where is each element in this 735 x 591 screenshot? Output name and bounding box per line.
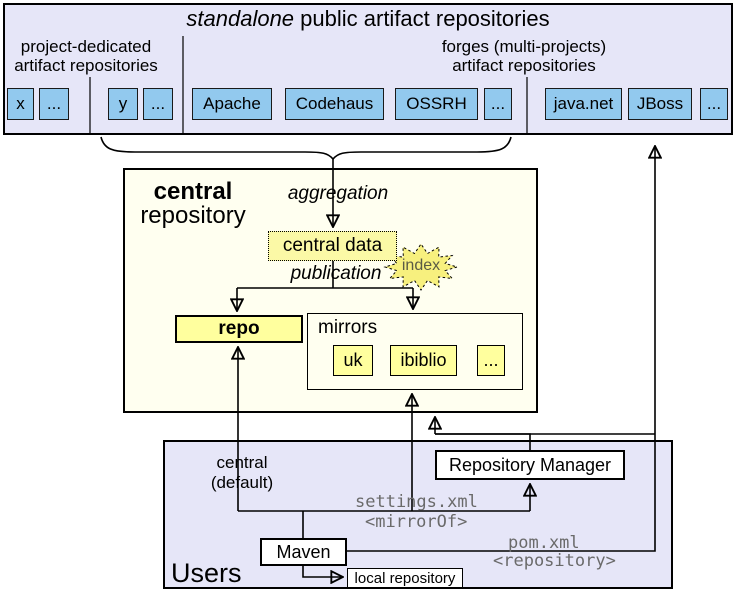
central-default-label: central (default) bbox=[210, 453, 274, 493]
publication-label: publication bbox=[290, 263, 382, 284]
local-repository-box: local repository bbox=[347, 568, 463, 588]
aggregation-label: aggregation bbox=[287, 183, 389, 204]
mirror-dots-box: ... bbox=[477, 345, 505, 376]
repo-chip-javanet: java.net bbox=[545, 88, 622, 120]
central-repository-title: central repository bbox=[140, 178, 246, 230]
users-label: Users bbox=[171, 558, 242, 588]
repo-chip-apache: Apache bbox=[192, 88, 272, 120]
mirror-ibiblio-box: ibiblio bbox=[390, 345, 457, 376]
project-dedicated-label: project-dedicated artifact repositories bbox=[14, 37, 158, 76]
top-title-italic: standalone bbox=[186, 6, 295, 31]
mirrors-label: mirrors bbox=[318, 317, 378, 338]
top-title: standalone public artifact repositories bbox=[3, 6, 733, 32]
repo-chip-dots3: ... bbox=[484, 88, 512, 120]
repo-box: repo bbox=[175, 315, 303, 343]
settings-xml-label: settings.xml bbox=[355, 492, 478, 512]
mirrorof-tag-label: <mirrorOf> bbox=[365, 512, 468, 532]
repo-chip-y: y bbox=[108, 88, 138, 120]
repo-chip-x: x bbox=[7, 88, 34, 120]
repo-chip-dots1: ... bbox=[39, 88, 69, 120]
repo-chip-ossrh: OSSRH bbox=[395, 88, 478, 120]
forges-label: forges (multi-projects) artifact reposit… bbox=[441, 37, 607, 76]
pom-xml-label: pom.xml bbox=[508, 533, 580, 553]
maven-box: Maven bbox=[260, 538, 347, 566]
repository-tag-label: <repository> bbox=[493, 551, 616, 571]
repo-chip-dots2: ... bbox=[143, 88, 173, 120]
mirror-uk-box: uk bbox=[333, 345, 373, 376]
top-title-rest: public artifact repositories bbox=[294, 6, 550, 31]
repository-manager-box: Repository Manager bbox=[435, 450, 625, 480]
repo-chip-jboss: JBoss bbox=[628, 88, 692, 120]
central-data-box: central data bbox=[268, 231, 397, 261]
repo-chip-codehaus: Codehaus bbox=[285, 88, 384, 120]
repo-chip-dots4: ... bbox=[700, 88, 728, 120]
